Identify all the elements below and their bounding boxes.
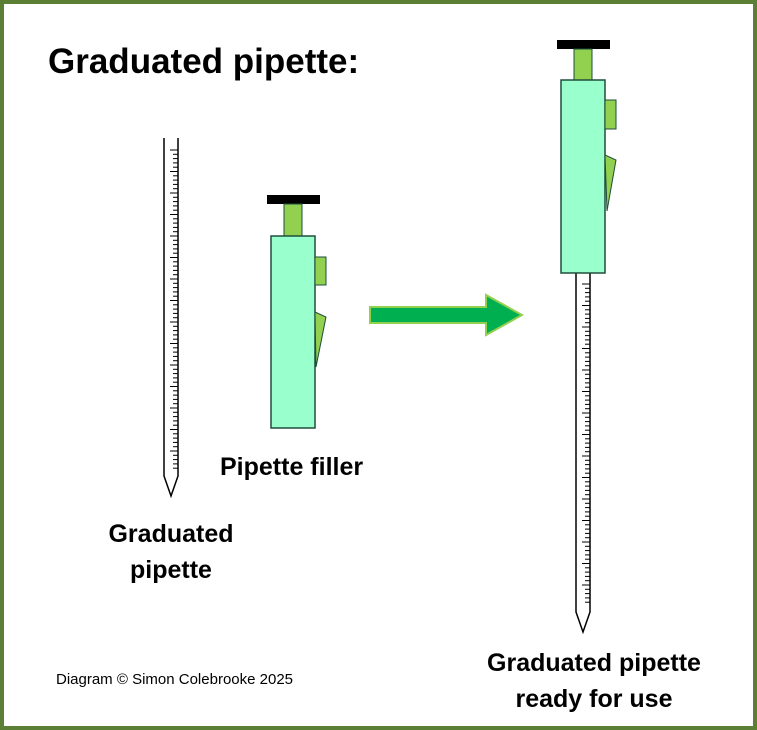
pipette-filler-icon [267,195,327,429]
filler-body [270,235,316,429]
pipette-filler-label: Pipette filler [220,453,364,481]
graduated-pipette-icon [163,138,179,499]
ready-for-use-label: Graduated pipette ready for use [474,645,714,717]
plunger-stem [283,203,303,237]
filler-lever [604,154,617,212]
filler-lever [314,311,327,368]
plunger-cap [557,40,610,49]
filler-button [604,99,617,130]
label-line: Graduated [108,520,234,548]
diagram-canvas [163,40,617,635]
plunger-cap [267,195,320,204]
label-line: Graduated pipette [487,649,701,677]
filler-button [314,256,327,286]
right-arrow-icon [369,293,525,337]
plunger-stem [573,48,593,81]
graduated-pipette-label: Graduated pipette [96,516,246,588]
pipette-graduations [170,149,178,469]
label-line: ready for use [515,685,673,713]
assembled-pipette-icon [557,40,617,635]
diagram-title: Graduated pipette: [48,42,360,81]
pipette-graduations [582,283,590,603]
filler-body [560,79,606,274]
copyright-credit: Diagram © Simon Colebrooke 2025 [56,671,294,688]
label-line: pipette [130,556,212,584]
